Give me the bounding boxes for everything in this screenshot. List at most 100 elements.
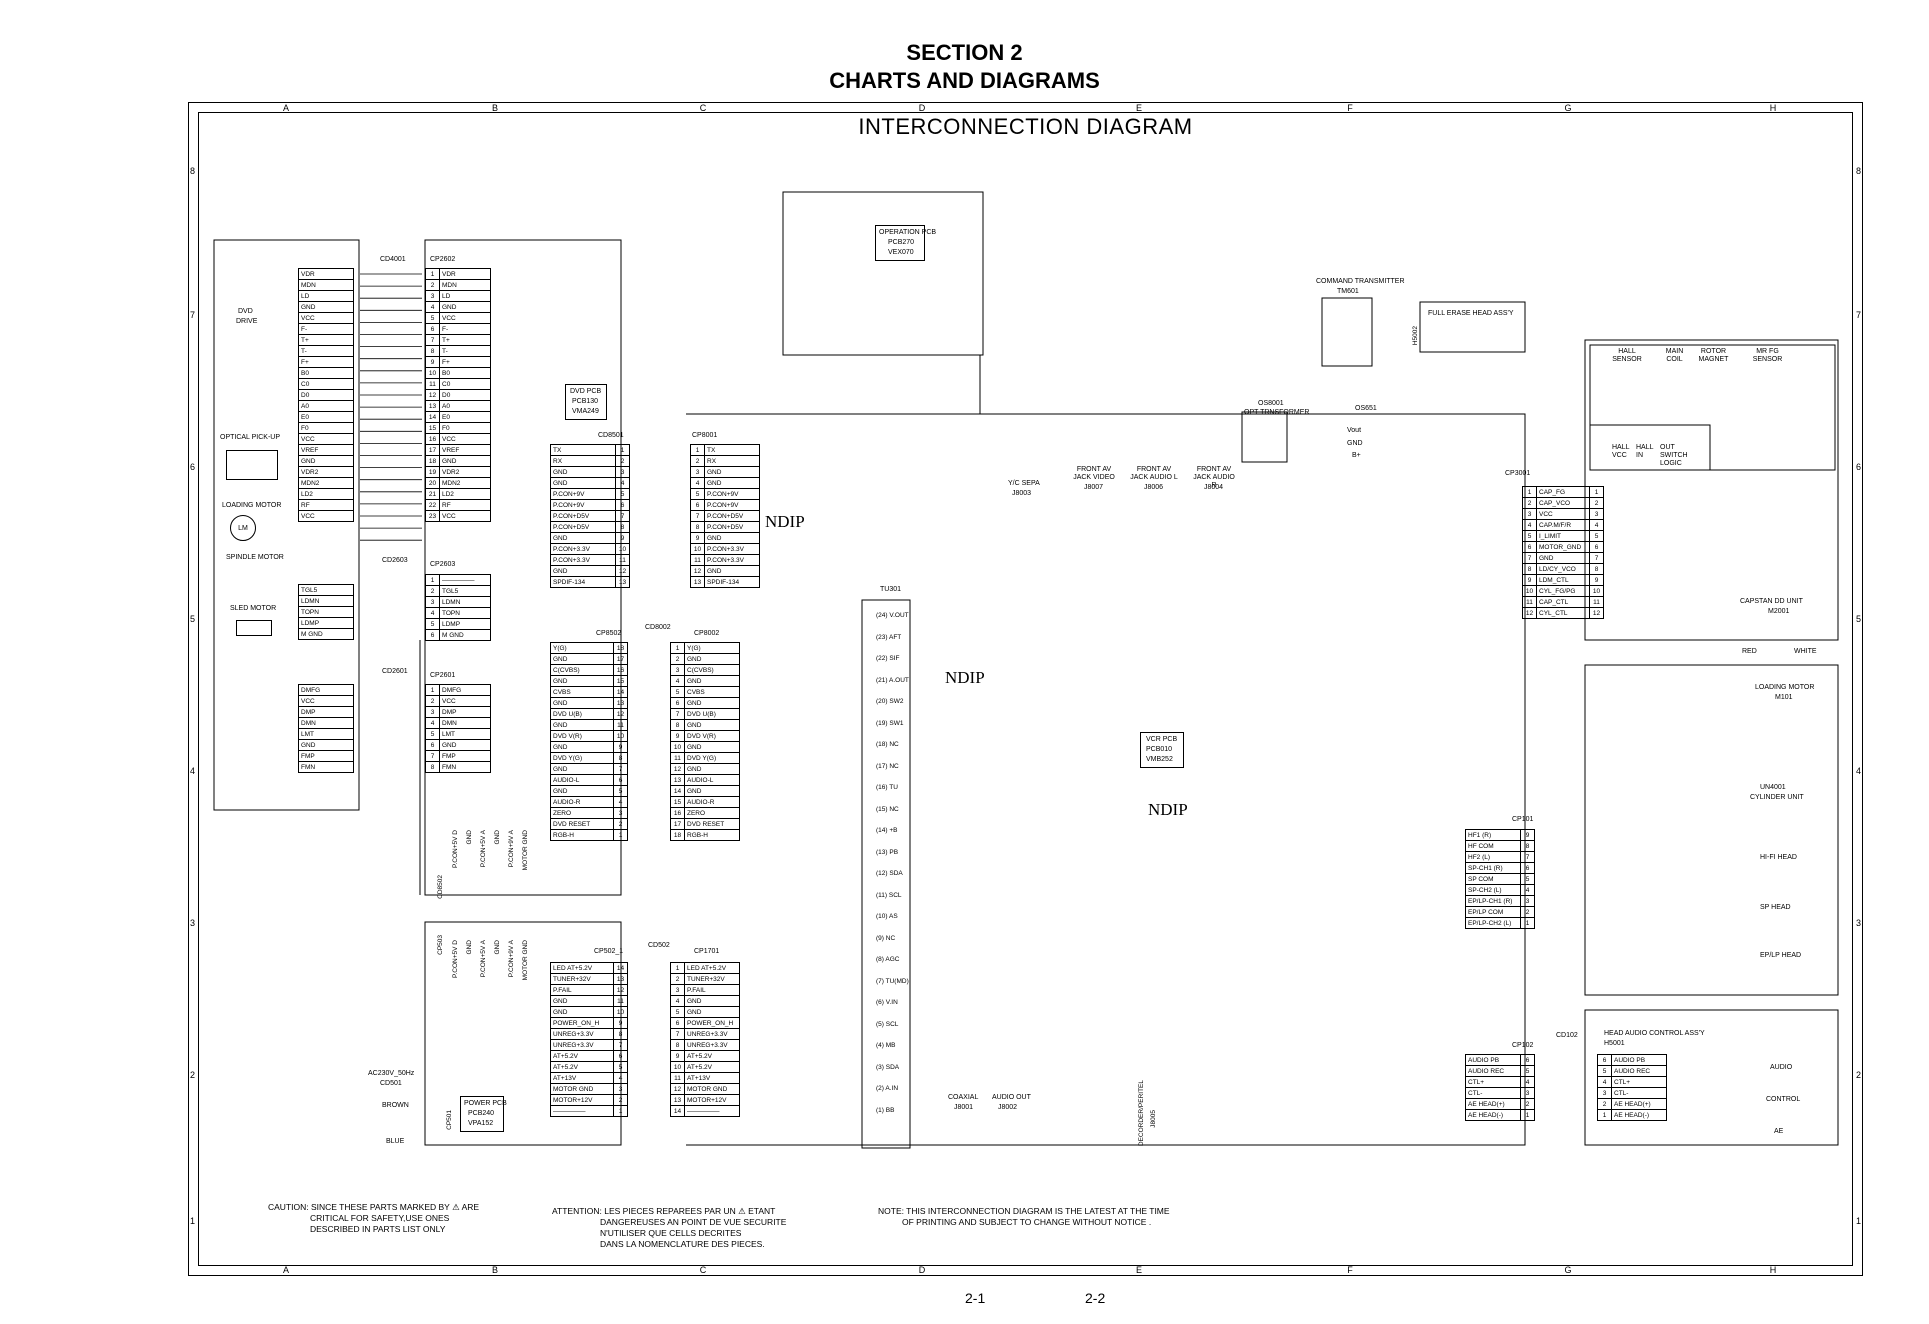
pin-row: LD2	[298, 488, 354, 500]
pin-number: 3	[1520, 895, 1535, 907]
pin-name: MOTOR+12V	[550, 1094, 614, 1106]
pin-number: 4	[425, 301, 440, 313]
pin-row: T-	[298, 345, 354, 357]
pin-number: 23	[425, 510, 440, 522]
row-marker-7: 7	[190, 310, 196, 320]
pin-number: 1	[690, 444, 705, 456]
pin-number: 10	[1522, 585, 1537, 597]
row-marker-1: 1	[190, 1216, 196, 1226]
pin-number: 5	[613, 1061, 628, 1073]
pin-name: C0	[439, 378, 491, 390]
pin-number: 10	[670, 1061, 685, 1073]
pin-name: LMT	[439, 728, 491, 740]
vout-label: Vout	[1347, 427, 1362, 434]
blue-wire-label: BLUE	[386, 1138, 405, 1145]
tuner-pin: (24) V.OUT	[876, 612, 909, 619]
column-marker-H: H	[1769, 103, 1777, 113]
pin-number: 3	[1520, 1087, 1535, 1099]
head-audio-label: HEAD AUDIO CONTROL ASS'Y	[1604, 1030, 1705, 1037]
pin-name: GND	[550, 477, 616, 489]
pin-name: MDN2	[439, 477, 491, 489]
cp3001-label: CP3001	[1505, 470, 1531, 477]
pin-name: GND	[550, 697, 614, 709]
main-coil-label: MAIN COIL	[1665, 348, 1684, 363]
pin-row: SP-CH2 (L)4	[1465, 884, 1535, 896]
cp503-pin: GND	[466, 940, 473, 955]
loading-motor-label: LOADING MOTOR	[222, 502, 282, 509]
pin-row: VDR	[298, 268, 354, 280]
pin-name: SPDIF-134	[704, 576, 760, 588]
pin-number: 4	[425, 607, 440, 619]
pin-number: 2	[1589, 497, 1604, 509]
pin-number: 12	[1522, 607, 1537, 619]
pin-number: 13	[690, 576, 705, 588]
pin-number: 2	[425, 585, 440, 597]
decoder-label: DECORDER/PERITEL	[1138, 1080, 1145, 1147]
pin-number: 2	[1520, 906, 1535, 918]
pin-row: FMP	[298, 750, 354, 762]
pin-name: DVD Y(G)	[550, 752, 614, 764]
tuner-pin: (8) AGC	[876, 956, 900, 963]
pin-name: CTL-	[1611, 1087, 1667, 1099]
pin-number: 5	[1520, 1065, 1535, 1077]
pin-number: 9	[1520, 829, 1535, 841]
ac-label: AC230V_50Hz	[368, 1070, 415, 1077]
pin-row: Y(G)18	[550, 642, 628, 654]
pin-name: HF COM	[1465, 840, 1521, 852]
pin-name: LMT	[298, 728, 354, 740]
pin-number: 12	[690, 565, 705, 577]
pin-name: GND	[550, 466, 616, 478]
pin-number: 3	[1597, 1087, 1612, 1099]
column-marker-C: C	[699, 103, 707, 113]
pin-row: DMFG	[298, 684, 354, 696]
pin-name: P.FAIL	[550, 984, 614, 996]
pin-number: 3	[613, 1083, 628, 1095]
caution-note: CAUTION: SINCE THESE PARTS MARKED BY ⚠ A…	[268, 1202, 480, 1234]
j8001-label: J8001	[954, 1104, 974, 1111]
pin-name: SP COM	[1465, 873, 1521, 885]
pin-number: 5	[425, 312, 440, 324]
pin-number: 7	[1589, 552, 1604, 564]
pin-name: E0	[439, 411, 491, 423]
attention-note: ATTENTION: LES PIECES REPAREES PAR UN ⚠ …	[552, 1206, 787, 1249]
pin-name: DMFG	[298, 684, 354, 696]
pin-name: CVBS	[550, 686, 614, 698]
pin-number: 6	[1520, 1054, 1535, 1066]
pin-number: 4	[613, 796, 628, 808]
pin-name: GND	[298, 739, 354, 751]
column-marker-G: G	[1564, 1265, 1572, 1275]
pin-row: GND	[298, 455, 354, 467]
pin-number: 16	[670, 807, 685, 819]
pin-row: TOPN	[298, 606, 354, 618]
pin-number: 4	[615, 477, 630, 489]
pin-name: EP/LP COM	[1465, 906, 1521, 918]
pin-name: GND	[684, 675, 740, 687]
